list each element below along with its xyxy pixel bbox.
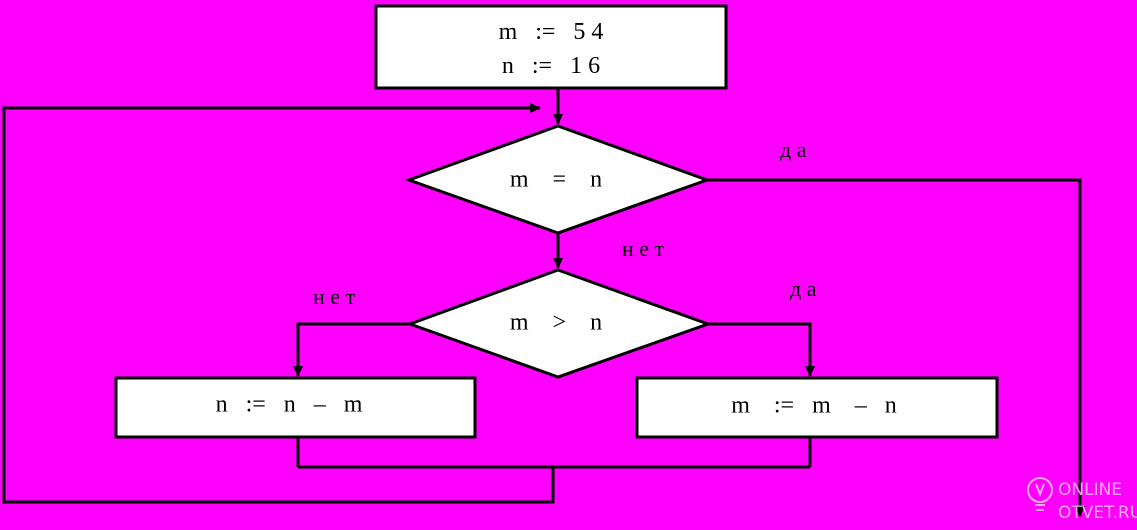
cond2-no-label: н е т [313, 284, 356, 309]
decision-1-text: m = n [510, 167, 602, 193]
init-line-1: m := 5 4 [499, 19, 604, 45]
decision-m-greater-n [405, 268, 713, 379]
cond2-yes-label: д а [790, 276, 817, 301]
process-left-text: n := n – m [216, 392, 363, 418]
init-line-2: n := 1 6 [502, 53, 600, 79]
watermark: ONLINE OTVET.RU [1027, 477, 1137, 523]
cond1-no-label: н е т [622, 236, 665, 261]
watermark-line-2: OTVET.RU [1058, 503, 1137, 523]
process-m-minus-n [635, 376, 999, 439]
connector-cond1-yes [707, 178, 1085, 517]
init-box [374, 4, 728, 90]
loop-back-connector [2, 103, 555, 504]
process-n-minus-m [114, 376, 477, 439]
process-right-text: m := m – n [731, 393, 897, 419]
connector-cond2-no [293, 322, 410, 377]
decision-2-text: m > n [510, 310, 602, 336]
watermark-line-1: ONLINE [1058, 480, 1122, 500]
cond1-yes-label: д а [780, 137, 807, 162]
connector-cond2-yes [708, 322, 815, 377]
lightbulb-icon [1027, 477, 1053, 511]
